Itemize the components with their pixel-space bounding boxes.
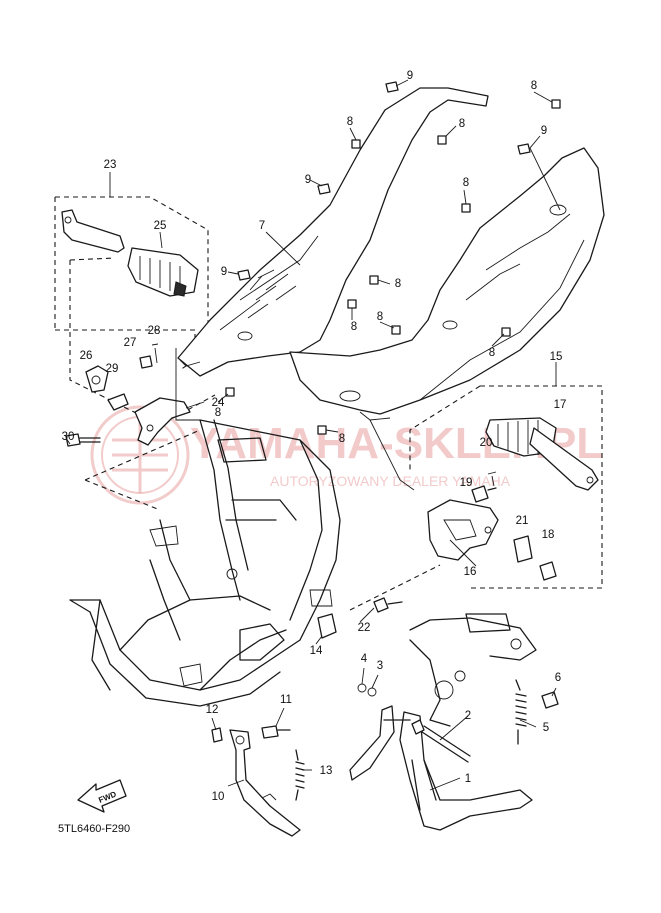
- callout-18: 18: [542, 529, 555, 541]
- callout-2: 2: [465, 710, 471, 722]
- callout-19: 19: [460, 477, 473, 489]
- body-cover: [177, 87, 605, 421]
- callout-23: 23: [104, 159, 117, 171]
- side-stand: [229, 729, 301, 837]
- callout-21: 21: [516, 515, 529, 527]
- callout-4: 4: [361, 653, 368, 665]
- callout-9-a: 9: [407, 70, 413, 82]
- watermark-subtitle: AUTORYZOWANY DEALER YAMAHA: [270, 473, 511, 489]
- footrest-arm-right: [427, 499, 499, 561]
- frame: [69, 348, 415, 707]
- callout-9-b: 9: [541, 125, 547, 137]
- springs: [295, 679, 527, 801]
- callout-28: 28: [148, 325, 161, 337]
- footrest-rubber-left: [127, 247, 199, 297]
- callout-20: 20: [480, 437, 493, 449]
- leader-lines: [65, 79, 561, 791]
- callout-8-d: 8: [463, 177, 469, 189]
- diagram-code: 5TL6460-F290: [58, 823, 130, 835]
- footrest-bracket-left: [61, 209, 125, 253]
- callout-24: 24: [212, 397, 225, 409]
- center-stand: [349, 705, 533, 831]
- callout-12: 12: [206, 704, 219, 716]
- callout-labels: 23 25 7 9 8 8 8 9 9 8 9 8 28 27 8 8 8 15…: [62, 70, 567, 803]
- callout-8-a: 8: [531, 80, 537, 92]
- callout-9-d: 9: [221, 266, 227, 278]
- callout-3: 3: [377, 660, 383, 672]
- callout-29: 29: [106, 363, 119, 375]
- callout-17: 17: [554, 399, 567, 411]
- callout-1: 1: [465, 773, 471, 785]
- callout-15: 15: [550, 351, 563, 363]
- bracket-assembly: [409, 613, 537, 727]
- callout-13: 13: [320, 765, 333, 777]
- callout-22: 22: [358, 622, 371, 634]
- callout-26: 26: [80, 350, 93, 362]
- callout-10: 10: [212, 791, 225, 803]
- callout-27: 27: [124, 337, 137, 349]
- left-small-parts: [85, 343, 159, 411]
- callout-8-b: 8: [347, 116, 353, 128]
- callout-8-i: 8: [215, 407, 221, 419]
- callout-8-h: 8: [489, 347, 495, 359]
- callout-25: 25: [154, 220, 167, 232]
- callout-14: 14: [310, 645, 323, 657]
- footrest-arm-left: [134, 397, 191, 446]
- footrest-bracket-right: [529, 427, 599, 491]
- callout-11: 11: [280, 694, 292, 706]
- callout-7: 7: [259, 220, 265, 232]
- callout-8-j: 8: [339, 433, 345, 445]
- callout-6: 6: [555, 672, 561, 684]
- right-small-parts: [471, 471, 557, 581]
- small-fasteners: [211, 597, 559, 743]
- screws: [237, 81, 531, 281]
- callout-5: 5: [543, 722, 549, 734]
- callout-16: 16: [464, 566, 477, 578]
- fwd-arrow-icon: FWD: [77, 779, 127, 813]
- pivot-bolt: [411, 719, 471, 763]
- callout-8-c: 8: [459, 118, 465, 130]
- callout-9-c: 9: [305, 174, 311, 186]
- callout-8-f: 8: [351, 321, 357, 333]
- callout-30: 30: [62, 431, 75, 443]
- callout-8-e: 8: [395, 278, 401, 290]
- callout-8-g: 8: [377, 311, 383, 323]
- group-15-box: [349, 385, 603, 611]
